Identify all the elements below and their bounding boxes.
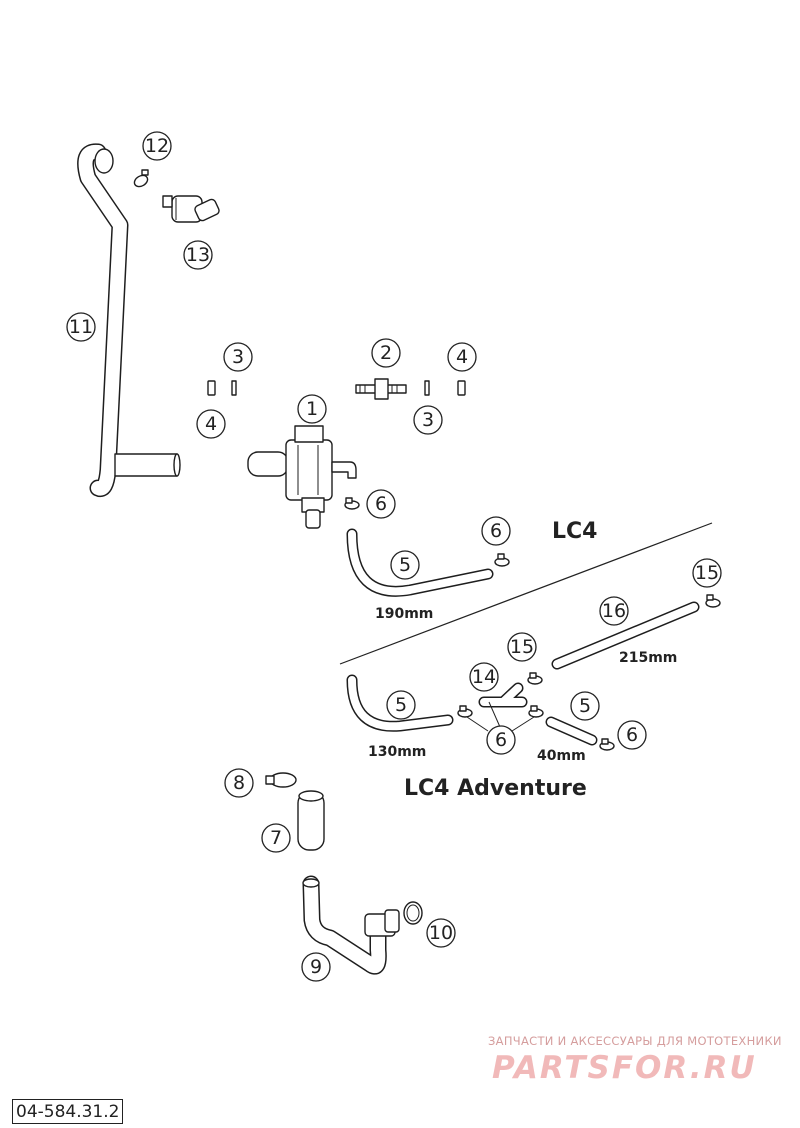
leader-lines: [466, 701, 535, 732]
svg-text:6: 6: [490, 520, 502, 542]
svg-text:15: 15: [510, 636, 534, 658]
callout-3-right: 3: [413, 405, 443, 435]
dimension-130mm: 130mm: [368, 744, 426, 760]
callout-2: 2: [371, 338, 401, 368]
svg-text:16: 16: [602, 600, 626, 622]
callout-8: 8: [224, 768, 254, 798]
svg-text:1: 1: [306, 398, 318, 420]
svg-text:13: 13: [186, 244, 210, 266]
svg-text:14: 14: [472, 666, 496, 688]
callout-3-left: 3: [223, 342, 253, 372]
svg-text:3: 3: [232, 346, 244, 368]
svg-text:4: 4: [456, 346, 468, 368]
variant-label-lc4: LC4: [552, 519, 597, 544]
part-7-sleeve: [297, 790, 325, 851]
part-2-stud: [355, 378, 407, 400]
part-8-clamp: [265, 772, 297, 788]
callout-4-right: 4: [447, 342, 477, 372]
callout-12: 12: [142, 131, 172, 161]
part-6-clamp-lc4: [494, 553, 510, 567]
svg-text:5: 5: [395, 694, 407, 716]
part-5-hose-adv-left: [346, 674, 454, 732]
callout-11: 11: [66, 312, 96, 342]
variant-label-lc4-adventure: LC4 Adventure: [404, 776, 587, 801]
svg-text:4: 4: [205, 413, 217, 435]
svg-text:5: 5: [399, 554, 411, 576]
callout-7: 7: [261, 823, 291, 853]
svg-text:6: 6: [495, 729, 507, 751]
callout-6-adv-mid: 6: [486, 725, 516, 755]
callout-16: 16: [599, 596, 629, 626]
callout-5-adv-left: 5: [386, 690, 416, 720]
dimension-40mm: 40mm: [537, 748, 586, 764]
callout-15-right: 15: [692, 558, 722, 588]
part-3-spacer-right: [424, 380, 430, 396]
part-15-clamp-middle: [527, 672, 543, 685]
part-13-fitting: [162, 195, 220, 223]
part-4-sleeve-right: [457, 380, 466, 396]
svg-text:5: 5: [579, 695, 591, 717]
callout-5-adv-short: 5: [570, 691, 600, 721]
part-5-hose-lc4: [346, 528, 494, 597]
part-16-hose: [551, 601, 700, 670]
svg-text:7: 7: [270, 827, 282, 849]
svg-text:9: 9: [310, 956, 322, 978]
svg-text:2: 2: [380, 342, 392, 364]
callout-4-left: 4: [196, 409, 226, 439]
dimension-190mm: 190mm: [375, 606, 433, 622]
svg-text:8: 8: [233, 772, 245, 794]
part-11-pipe: [77, 143, 181, 498]
svg-text:3: 3: [422, 409, 434, 431]
callout-6-adv-right: 6: [617, 720, 647, 750]
svg-text:10: 10: [429, 922, 453, 944]
callout-6-valve: 6: [366, 489, 396, 519]
drawing-number: 04-584.31.2: [12, 1099, 124, 1124]
part-12-clamp: [133, 169, 149, 188]
callout-1: 1: [297, 394, 327, 424]
svg-text:6: 6: [375, 493, 387, 515]
watermark-tagline: ЗАПЧАСТИ И АКСЕССУАРЫ ДЛЯ МОТОТЕХНИКИ: [488, 1034, 782, 1048]
part-10-o-ring: [403, 901, 423, 925]
svg-text:6: 6: [626, 724, 638, 746]
part-6-clamp-valve: [344, 497, 360, 510]
svg-text:15: 15: [695, 562, 719, 584]
callout-9: 9: [301, 952, 331, 982]
callout-5-lc4: 5: [390, 550, 420, 580]
part-5-hose-adv-short: [545, 716, 598, 746]
callout-13: 13: [183, 240, 213, 270]
part-4-sleeve-left: [207, 380, 216, 396]
dimension-215mm: 215mm: [619, 650, 677, 666]
callout-10: 10: [426, 918, 456, 948]
part-6-clamp-adv-left: [457, 705, 473, 718]
svg-text:11: 11: [69, 316, 93, 338]
svg-text:12: 12: [145, 135, 169, 157]
part-6-clamp-adv-right: [599, 738, 615, 751]
callout-6-lc4: 6: [481, 516, 511, 546]
part-9-bent-pipe: [302, 875, 400, 975]
variant-divider-line: [339, 522, 713, 665]
callout-15-middle: 15: [507, 632, 537, 662]
part-15-clamp-right: [705, 594, 721, 608]
watermark-logo: PARTSFOR.RU: [492, 1050, 757, 1086]
part-3-spacer-left: [231, 380, 237, 396]
part-14-t-piece: [478, 682, 528, 708]
callout-14: 14: [469, 662, 499, 692]
part-1-valve: [247, 425, 357, 529]
part-6-clamp-adv-mid: [528, 705, 544, 718]
